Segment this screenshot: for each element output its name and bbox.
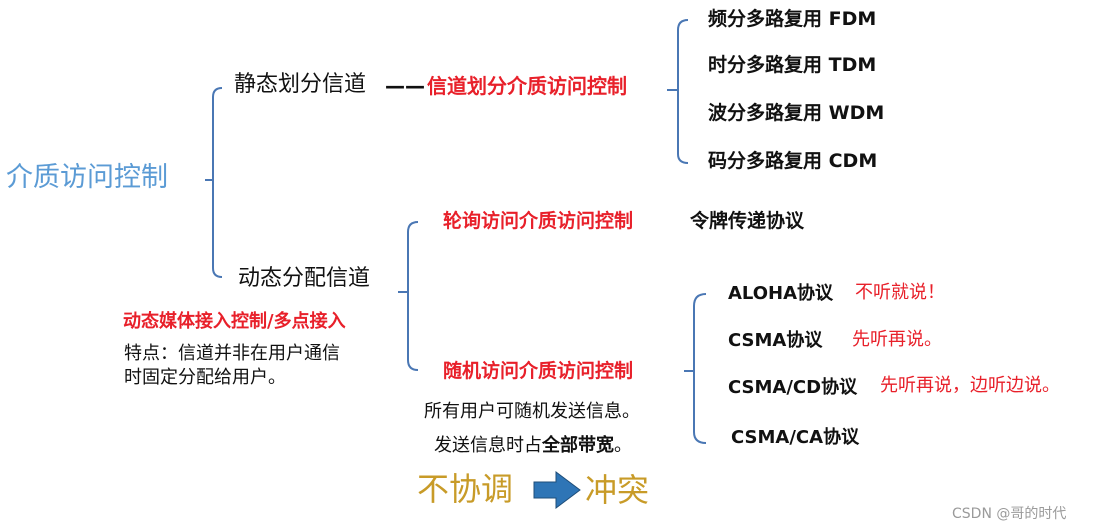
full-bandwidth-text: 全部带宽 <box>542 435 614 456</box>
random-note-prefix: 发送信息时占 <box>434 435 542 456</box>
cdm-item: 码分多路复用 CDM <box>708 150 878 172</box>
dynamic-channel-label: 动态分配信道 <box>238 266 371 291</box>
csma-protocol: CSMA协议 <box>728 330 823 351</box>
dynamic-subtitle: 动态媒体接入控制/多点接入 <box>123 311 346 332</box>
static-dash: —— <box>385 74 425 98</box>
static-brace <box>667 19 689 164</box>
uncoordinated-label: 不协调 <box>417 470 514 508</box>
random-note-suffix: 。 <box>614 435 632 456</box>
csma-note: 先听再说。 <box>852 329 942 350</box>
tdm-item: 时分多路复用 TDM <box>708 54 877 76</box>
csma-ca-protocol: CSMA/CA协议 <box>731 427 860 448</box>
fdm-item: 频分多路复用 FDM <box>708 8 877 30</box>
csma-cd-protocol: CSMA/CD协议 <box>728 377 858 398</box>
feature-line-2: 时固定分配给用户。 <box>124 367 286 388</box>
random-note-line-2: 发送信息时占全部带宽。 <box>434 437 632 455</box>
random-brace <box>684 293 707 444</box>
conflict-label: 冲突 <box>585 471 650 509</box>
root-label: 介质访问控制 <box>6 162 168 193</box>
right-arrow-icon <box>533 471 581 509</box>
feature-line-1: 特点：信道并非在用户通信 <box>124 343 340 364</box>
root-brace <box>205 87 223 278</box>
token-passing-label: 令牌传递协议 <box>690 210 805 232</box>
csma-cd-note: 先听再说，边听边说。 <box>880 375 1060 396</box>
aloha-note: 不听就说！ <box>855 282 945 303</box>
dynamic-brace <box>398 221 419 371</box>
random-access-label: 随机访问介质访问控制 <box>443 360 634 382</box>
watermark: CSDN @哥的时代 <box>952 506 1067 522</box>
polling-access-label: 轮询访问介质访问控制 <box>443 210 634 232</box>
static-channel-label: 静态划分信道 <box>234 72 367 97</box>
aloha-protocol: ALOHA协议 <box>728 283 834 304</box>
channel-partition-label: 信道划分介质访问控制 <box>427 74 627 98</box>
random-note-line-1: 所有用户可随机发送信息。 <box>424 401 640 422</box>
wdm-item: 波分多路复用 WDM <box>708 102 885 124</box>
